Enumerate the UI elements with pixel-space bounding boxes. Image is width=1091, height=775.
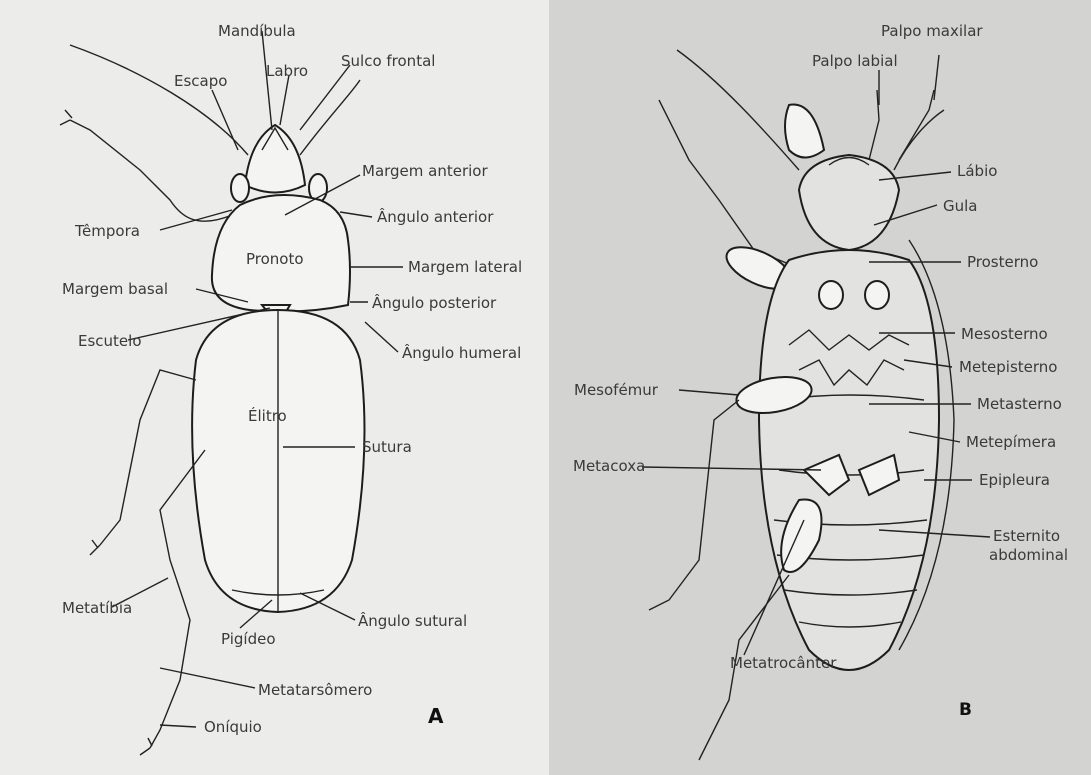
label-metatrocanter: Metatrocânter [730, 654, 836, 672]
label-gula: Gula [943, 197, 978, 215]
label-metacoxa: Metacoxa [573, 457, 645, 475]
label-mesofemur: Mesofémur [574, 381, 658, 399]
label-angulo-anterior: Ângulo anterior [377, 208, 493, 226]
label-elitro: Élitro [248, 407, 287, 425]
label-abdominal: abdominal [989, 546, 1068, 564]
label-metepisterno: Metepisterno [959, 358, 1057, 376]
label-pigideo: Pigídeo [221, 630, 276, 648]
label-metatibia: Metatíbia [62, 599, 132, 617]
beetle-dorsal-drawing [0, 0, 549, 775]
label-angulo-posterior: Ângulo posterior [372, 294, 496, 312]
label-margem-anterior: Margem anterior [362, 162, 488, 180]
label-palpo-labial: Palpo labial [812, 52, 898, 70]
label-prosterno: Prosterno [967, 253, 1038, 271]
label-margem-lateral: Margem lateral [408, 258, 522, 276]
panel-a-dorsal-view: Mandíbula Escapo Labro Sulco frontal Mar… [0, 0, 549, 775]
label-epipleura: Epipleura [979, 471, 1050, 489]
label-angulo-sutural: Ângulo sutural [358, 612, 467, 630]
panel-b-ventral-view: Palpo maxilar Palpo labial Lábio Gula Pr… [549, 0, 1091, 775]
label-mesosterno: Mesosterno [961, 325, 1048, 343]
panel-letter-a: A [428, 704, 443, 728]
label-margem-basal: Margem basal [62, 280, 168, 298]
label-esternito: Esternito [993, 527, 1060, 545]
label-metatarsomero: Metatarsômero [258, 681, 372, 699]
panel-letter-b: B [959, 700, 972, 720]
label-pronoto: Pronoto [246, 250, 304, 268]
label-sulco-frontal: Sulco frontal [341, 52, 435, 70]
label-escapo: Escapo [174, 72, 227, 90]
label-metasterno: Metasterno [977, 395, 1062, 413]
label-labro: Labro [266, 62, 308, 80]
label-mandibula: Mandíbula [218, 22, 296, 40]
label-escutelo: Escutelo [78, 332, 142, 350]
label-metepimera: Metepímera [966, 433, 1056, 451]
label-sutura: Sutura [362, 438, 412, 456]
label-angulo-humeral: Ângulo humeral [402, 344, 521, 362]
label-labio: Lábio [957, 162, 997, 180]
label-palpo-maxilar: Palpo maxilar [881, 22, 983, 40]
label-tempora: Têmpora [75, 222, 140, 240]
label-oniquio: Oníquio [204, 718, 262, 736]
